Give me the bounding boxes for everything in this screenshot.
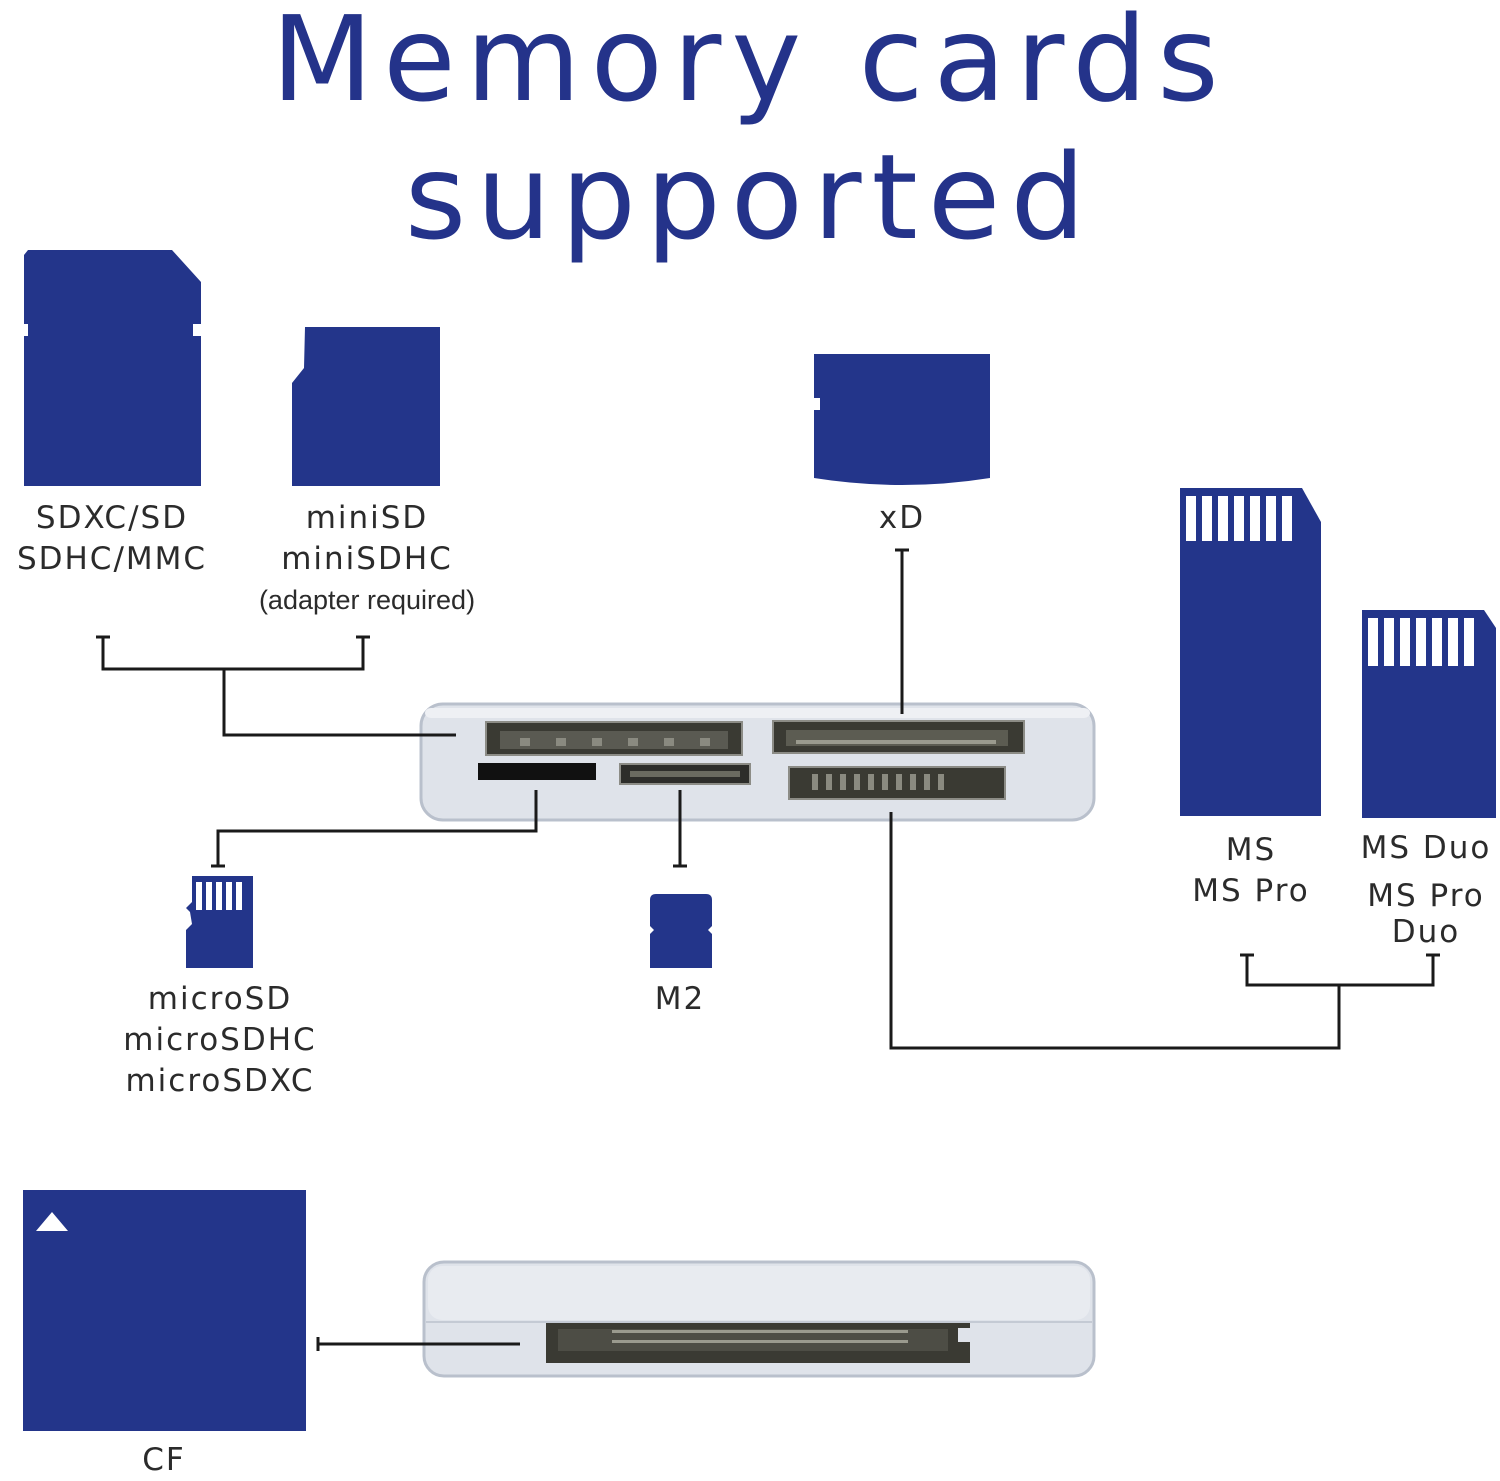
cf-label: CF: [104, 1440, 224, 1481]
card-reader-front: [419, 702, 1096, 822]
sd-label-line-1: SDXC/SD: [35, 500, 189, 536]
ms-duo-label: MS Duo MS Pro Duo: [1352, 830, 1500, 950]
minisd-label: miniSD miniSDHC (adapter required): [246, 498, 488, 621]
cf-card-icon: [23, 1190, 306, 1431]
ms-duo-label-line-3: Duo: [1391, 914, 1461, 950]
ms-slot: [788, 766, 1006, 800]
sd-label-line-2: SDHC/MMC: [16, 541, 208, 577]
minisd-label-line-1: miniSD: [305, 500, 429, 536]
microsd-label-line-2: microSDHC: [123, 1022, 317, 1058]
page-title-line-1: Memory cards: [271, 0, 1229, 128]
xd-label: xD: [842, 498, 962, 539]
ms-label-line-2: MS Pro: [1192, 873, 1310, 909]
ms-label-line-1: MS: [1225, 832, 1277, 868]
minisd-card-icon: [292, 327, 440, 486]
xd-card-icon: [814, 354, 990, 485]
ms-duo-label-line-1: MS Duo: [1360, 830, 1492, 866]
ms-card-icon: [1180, 488, 1321, 816]
m2-label: M2: [620, 979, 740, 1020]
m2-card-icon: [650, 894, 712, 968]
xd-label-line-1: xD: [878, 500, 926, 536]
xd-slot: [772, 720, 1025, 754]
sd-card-icon: [24, 250, 201, 486]
microsd-label-line-1: microSD: [147, 981, 293, 1017]
cf-slot: [546, 1323, 970, 1363]
microsd-slot: [478, 763, 596, 780]
ms-duo-label-line-2: MS Pro: [1367, 878, 1485, 914]
card-reader-side: [422, 1260, 1096, 1378]
microsd-card-icon: [186, 876, 253, 968]
minisd-label-line-2: miniSDHC: [281, 541, 453, 577]
ms-label: MS MS Pro: [1170, 830, 1332, 912]
sd-slot: [485, 721, 743, 756]
m2-label-line-1: M2: [654, 981, 706, 1017]
page-title-line-2: supported: [404, 128, 1096, 266]
cf-label-line-1: CF: [142, 1442, 186, 1478]
connector-lines: [96, 548, 1440, 1351]
m2-slot: [619, 763, 751, 785]
microsd-label: microSD microSDHC microSDXC: [100, 979, 340, 1102]
ms-duo-card-icon: [1362, 610, 1496, 818]
microsd-label-line-3: microSDXC: [125, 1063, 315, 1099]
sd-label: SDXC/SD SDHC/MMC: [0, 498, 224, 580]
minisd-label-note: (adapter required): [258, 585, 476, 615]
